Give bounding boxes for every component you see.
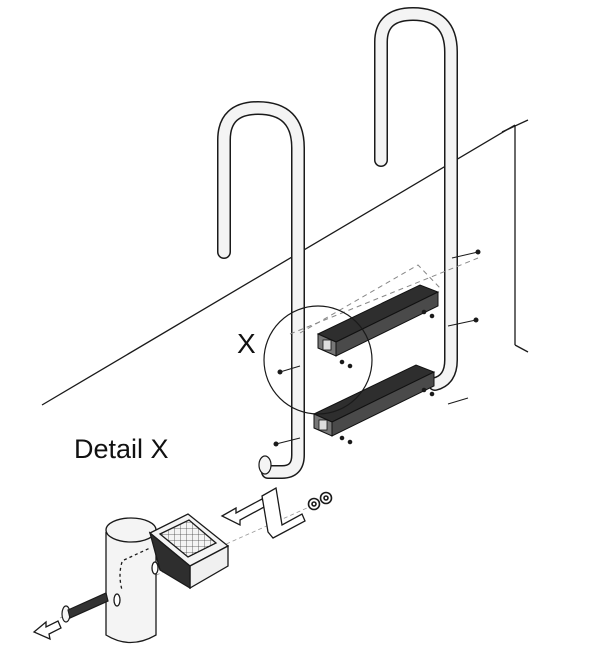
detail-callout-label: X [237,328,256,359]
pool-wall [41,119,529,406]
right-handrail-icon [374,6,458,391]
upper-step-tread-icon [316,284,440,357]
detail-title: Detail X [74,434,169,464]
rail-bolts-icon [273,249,481,447]
push-arrow-icon [32,620,62,641]
lower-step-tread-icon [312,364,436,437]
detail-callout-circle [263,305,373,415]
insert-arrow-icon [220,498,267,527]
bolt-icon [61,592,109,623]
step-block-icon [148,513,230,590]
bracket-clip-icon [261,486,306,539]
left-handrail-icon [217,100,305,479]
nut-icon [307,491,333,511]
tube-cylinder-icon [105,517,159,644]
